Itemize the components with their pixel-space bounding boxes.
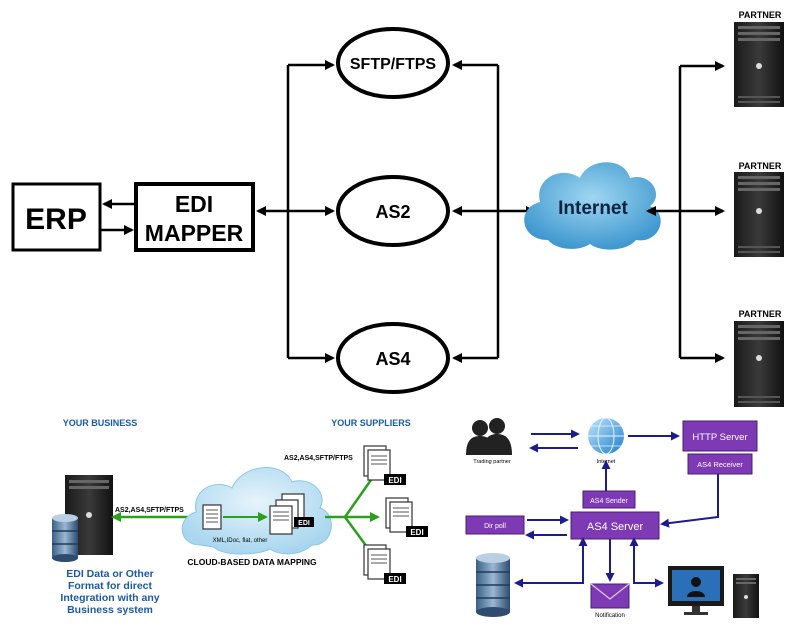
desktop-tower-icon <box>733 574 759 618</box>
as4-receiver-label: AS4 Receiver <box>697 460 743 469</box>
protocols-left-label: AS2,AS4,SFTP/FTPS <box>115 507 184 514</box>
supplier-edi-document-3: EDI <box>363 544 406 584</box>
internet-label: Internet <box>558 198 628 219</box>
as4-sender-box: AS4 Sender <box>582 490 636 509</box>
edi-tag: EDI <box>410 528 423 537</box>
trading-partner-people-icon <box>466 418 512 455</box>
partner-label: PARTNER <box>739 10 782 20</box>
server-icon <box>734 172 784 257</box>
globe-icon <box>588 417 624 455</box>
formats-label: XML,IDoc, flat, other <box>213 538 268 544</box>
http-server-label: HTTP Server <box>692 432 747 443</box>
server-database-arrow <box>514 537 588 588</box>
supplier-edi-document-1: EDI <box>363 445 406 485</box>
edi-tag: EDI <box>388 476 401 485</box>
protocol-label: AS4 <box>375 349 410 369</box>
business-database-icon <box>52 514 78 562</box>
server-icon <box>734 321 784 407</box>
as4-sender-label: AS4 Sender <box>590 498 628 505</box>
http-server-box: HTTP Server <box>682 420 758 452</box>
supplier-edi-document-2: EDI <box>385 497 428 537</box>
partner-label: PARTNER <box>739 309 782 319</box>
protocol-as2: AS2 <box>336 175 450 247</box>
partner-connector-bus <box>646 61 725 363</box>
envelope-icon <box>590 583 630 609</box>
business-caption: EDI Data or Other Format for direct Inte… <box>60 568 159 616</box>
dir-poll-label: Dir poll <box>484 523 506 530</box>
your-business-heading: YOUR BUSINESS <box>63 418 138 428</box>
cloud-mapping-label: CLOUD-BASED DATA MAPPING <box>187 557 317 567</box>
server-workstation-arrow <box>629 537 664 588</box>
protocol-sftp-ftps: SFTP/FTPS <box>336 27 450 99</box>
your-suppliers-heading: YOUR SUPPLIERS <box>331 418 411 428</box>
caption-line: Integration with any <box>60 592 159 604</box>
partner-server-3: PARTNER <box>734 309 784 407</box>
edi-mapper-node: EDI MAPPER <box>134 182 255 252</box>
document-icon <box>202 504 222 530</box>
protocol-label: AS2 <box>375 202 410 222</box>
mapper-label-line2: MAPPER <box>145 220 244 246</box>
partner-label: PARTNER <box>739 161 782 171</box>
erp-node: ERP <box>11 182 102 252</box>
protocol-label: SFTP/FTPS <box>350 56 437 73</box>
notification-label: Notification <box>595 613 625 619</box>
cloud-data-mapping: EDI XML,IDoc, flat, other <box>181 467 332 555</box>
database-icon <box>476 553 510 617</box>
edi-tag: EDI <box>298 520 310 527</box>
internet-cloud: Internet <box>524 162 661 250</box>
dir-poll-box: Dir poll <box>465 515 525 535</box>
as4-server-label: AS4 Server <box>587 521 644 533</box>
caption-line: Business system <box>67 604 153 616</box>
mapper-label-line1: EDI <box>175 191 213 217</box>
edi-document-stack-icon: EDI <box>269 493 314 535</box>
caption-line: EDI Data or Other <box>66 568 154 580</box>
caption-line: Format for direct <box>68 580 153 592</box>
protocols-right-label: AS2,AS4,SFTP/FTPS <box>284 455 353 462</box>
receiver-to-server-arrow <box>660 474 719 528</box>
erp-label: ERP <box>25 203 87 236</box>
partner-server-2: PARTNER <box>734 161 784 257</box>
monitor-icon <box>668 566 724 615</box>
partner-server-1: PARTNER <box>734 10 784 107</box>
as4-server-box: AS4 Server <box>570 511 660 540</box>
protocol-as4: AS4 <box>336 322 450 394</box>
edi-tag: EDI <box>388 575 401 584</box>
left-connector-bus <box>256 60 335 363</box>
as4-receiver-box: AS4 Receiver <box>687 453 753 475</box>
trading-partner-label: Trading partner <box>473 459 511 465</box>
right-connector-bus <box>452 60 536 363</box>
